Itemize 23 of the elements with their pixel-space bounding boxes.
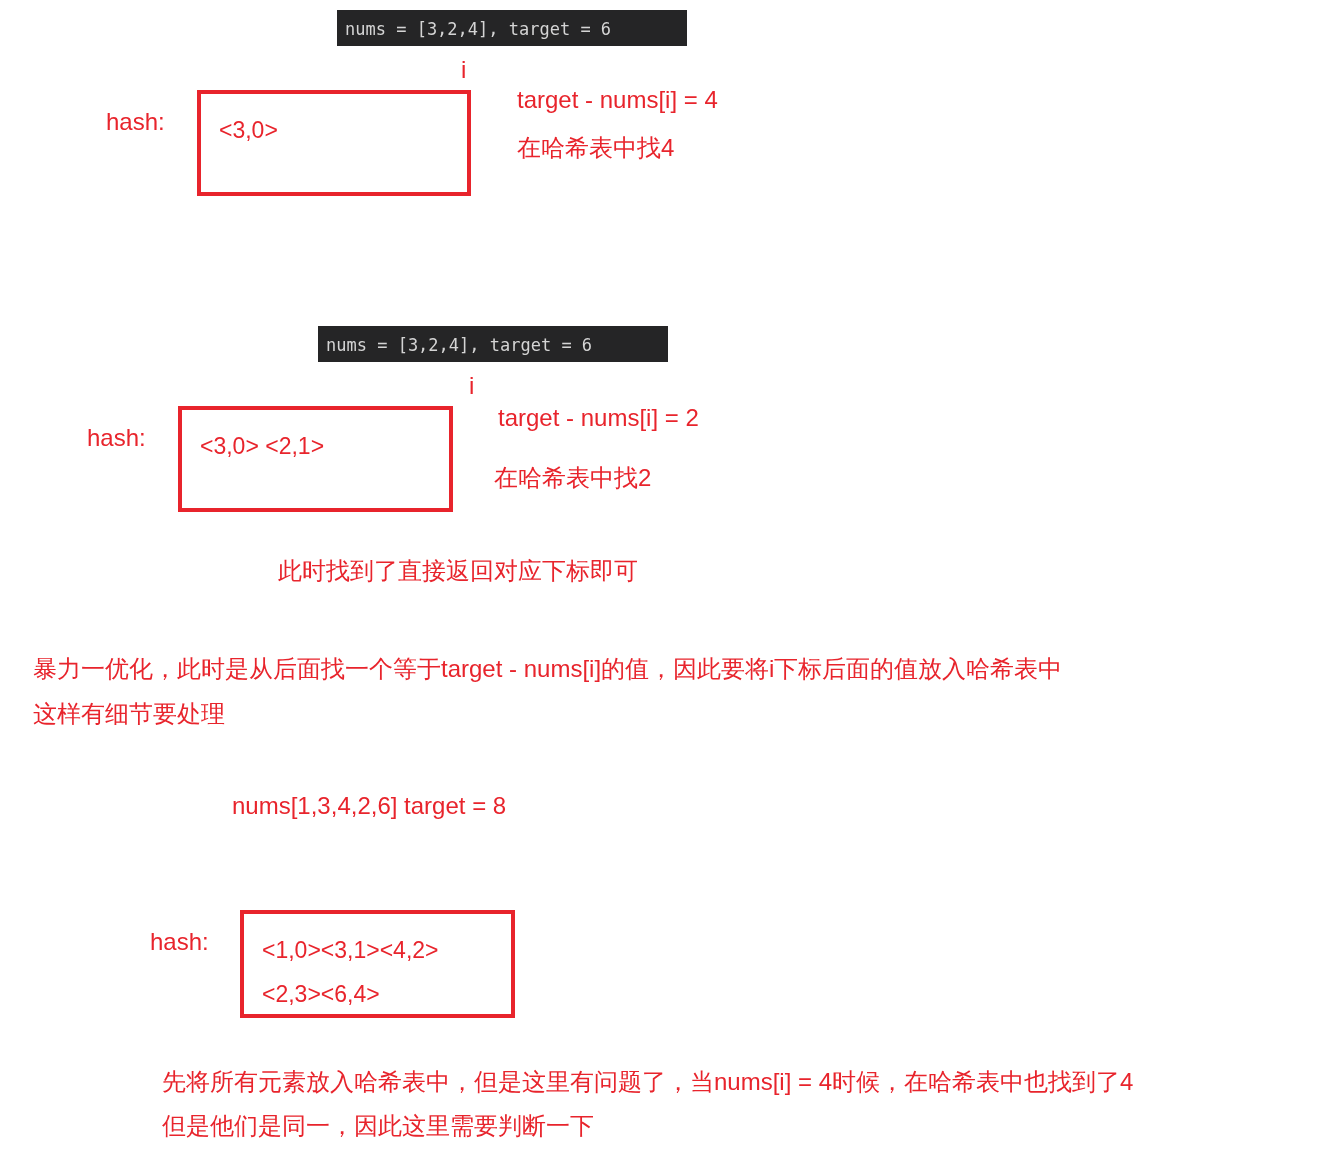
hash-table-box xyxy=(197,90,471,196)
hash-entries: <1,0><3,1><4,2> <2,3><6,4> xyxy=(262,936,440,1009)
formula-text: target - nums[i] = 4 xyxy=(517,86,718,114)
hash-label: hash: xyxy=(150,928,209,956)
hash-table-box xyxy=(178,406,453,512)
index-pointer: i xyxy=(469,372,475,400)
formula-text: target - nums[i] = 2 xyxy=(498,404,699,432)
note-text: 暴力一优化，此时是从后面找一个等于target - nums[i]的值，因此要将i下标后面的值放入哈希表中 xyxy=(33,654,1063,684)
hash-label: hash: xyxy=(87,424,146,452)
hash-label: hash: xyxy=(106,108,165,136)
hash-entries: <3,0> xyxy=(219,116,279,145)
hash-entries: <3,0> <2,1> xyxy=(200,432,326,461)
index-pointer: i xyxy=(461,56,467,84)
code-snippet-bar: nums = [3,2,4], target = 6 xyxy=(337,10,687,46)
example-text: nums[1,3,4,2,6] target = 8 xyxy=(232,792,507,820)
hash-table-box xyxy=(240,910,515,1018)
note-text: 在哈希表中找4 xyxy=(517,133,675,163)
code-snippet-bar: nums = [3,2,4], target = 6 xyxy=(318,326,668,362)
note-text: 在哈希表中找2 xyxy=(494,463,652,493)
note-text: 这样有细节要处理 xyxy=(33,699,225,729)
note-text: 但是他们是同一，因此这里需要判断一下 xyxy=(162,1111,594,1141)
note-text: 先将所有元素放入哈希表中，但是这里有问题了，当nums[i] = 4时候，在哈希表中也找到了4 xyxy=(162,1067,1134,1097)
note-text: 此时找到了直接返回对应下标即可 xyxy=(278,556,638,586)
